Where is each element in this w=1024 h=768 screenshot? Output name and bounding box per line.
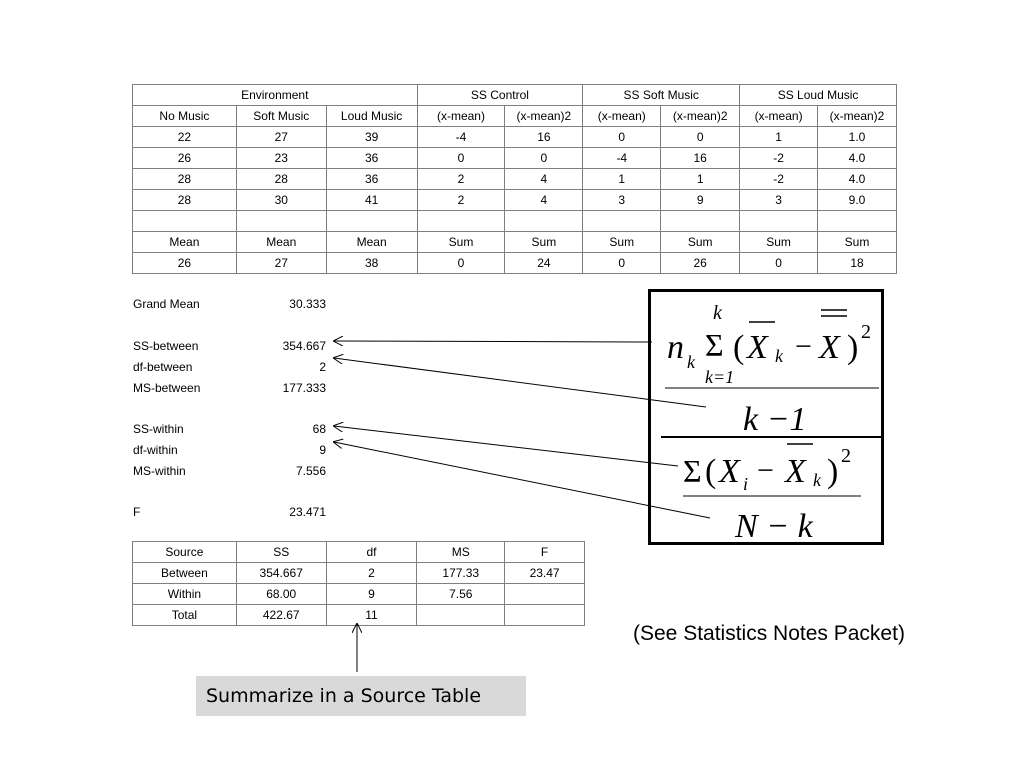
- k-minus-1: k −1: [743, 401, 807, 438]
- stat-value: 9: [319, 443, 326, 457]
- table-cell: 39: [325, 126, 418, 148]
- summary-caption: Summarize in a Source Table: [196, 676, 526, 716]
- table-cell: 23.47: [504, 562, 585, 584]
- x-subscript: i: [743, 474, 748, 494]
- column-header: (x-mean): [582, 105, 662, 127]
- summary-value-row: 26 27 38 0 24 0 26 0 18: [132, 252, 897, 274]
- table-row: Total 422.67 11: [132, 604, 585, 626]
- x-subscript: k: [813, 470, 822, 490]
- table-row: 28 28 36 2 4 1 1 -2 4.0: [132, 168, 897, 190]
- stat-label: df-between: [133, 360, 193, 374]
- minus-symbol: −: [757, 454, 774, 487]
- exponent: 2: [841, 445, 851, 467]
- table-row: Between 354.667 2 177.33 23.47: [132, 562, 585, 584]
- table-cell: Total: [132, 604, 237, 626]
- close-paren: ): [847, 329, 858, 366]
- stat-label: F: [133, 505, 141, 519]
- stat-label: df-within: [133, 443, 178, 457]
- table-cell: 30: [235, 189, 327, 211]
- stat-value: 7.556: [295, 464, 326, 478]
- stat-value: 354.667: [282, 339, 326, 353]
- stat-value: 177.333: [282, 381, 326, 395]
- f-ratio-formula-box: k n k Σ k=1 ( X k − X ) 2 k −1 Σ ( X i −…: [648, 289, 884, 545]
- column-header-row: No Music Soft Music Loud Music (x-mean) …: [132, 105, 897, 127]
- stat-label: Grand Mean: [133, 297, 200, 311]
- column-header: (x-mean)2: [504, 105, 584, 127]
- table-cell: 4.0: [817, 147, 897, 169]
- table-cell: 41: [325, 189, 418, 211]
- stat-value: 23.471: [289, 505, 326, 519]
- stat-label: SS-between: [133, 339, 199, 353]
- summary-value: 38: [325, 252, 418, 274]
- table-cell: 28: [235, 168, 327, 190]
- arrow-df-within: [334, 442, 711, 519]
- table-cell: 7.56: [416, 583, 506, 605]
- x-symbol: X: [717, 453, 741, 490]
- table-cell: 0: [504, 147, 584, 169]
- x-symbol: X: [745, 329, 769, 366]
- table-cell: 422.67: [235, 604, 327, 626]
- table-cell: 16: [504, 126, 584, 148]
- summary-value: 26: [132, 252, 237, 274]
- column-header: (x-mean)2: [817, 105, 897, 127]
- sigma-symbol: Σ: [705, 327, 724, 363]
- stat-value: 30.333: [289, 297, 326, 311]
- summary-value: 18: [817, 252, 897, 274]
- minus-symbol: −: [795, 330, 812, 363]
- x-symbol: X: [783, 453, 807, 490]
- summary-value: 27: [235, 252, 327, 274]
- table-row: 26 23 36 0 0 -4 16 -2 4.0: [132, 147, 897, 169]
- x-subscript: k: [775, 346, 784, 366]
- stat-value: 2: [319, 360, 326, 374]
- table-cell: 68.00: [235, 583, 327, 605]
- n-minus-k: N − k: [734, 508, 814, 542]
- n-symbol: n: [667, 329, 684, 366]
- arrow-ss-between: [334, 341, 653, 342]
- column-header: No Music: [132, 105, 237, 127]
- source-table: Source SS df MS F Between 354.667 2 177.…: [132, 541, 585, 626]
- environment-table: Environment SS Control SS Soft Music SS …: [132, 84, 897, 274]
- summary-value: 26: [660, 252, 741, 274]
- column-header: Soft Music: [235, 105, 327, 127]
- exponent: 2: [861, 321, 871, 343]
- stat-label: SS-within: [133, 422, 184, 436]
- n-subscript: k: [687, 352, 696, 372]
- sum-lower-limit: k=1: [705, 367, 734, 387]
- sum-upper-limit: k: [713, 302, 723, 324]
- arrow-ss-within: [334, 426, 679, 467]
- stat-label: MS-within: [133, 464, 186, 478]
- x-symbol: X: [817, 329, 841, 366]
- arrow-df-between: [334, 358, 707, 408]
- table-cell: 16: [660, 147, 741, 169]
- open-paren: (: [733, 329, 744, 366]
- f-ratio-formula: k n k Σ k=1 ( X k − X ) 2 k −1 Σ ( X i −…: [661, 302, 881, 542]
- see-notes-text: (See Statistics Notes Packet): [633, 622, 905, 645]
- stat-label: MS-between: [133, 381, 201, 395]
- summary-value: 24: [504, 252, 584, 274]
- close-paren: ): [827, 453, 838, 490]
- summary-label: Mean: [235, 231, 327, 253]
- summary-value: 0: [416, 252, 506, 274]
- open-paren: (: [705, 453, 716, 490]
- column-header: SS: [235, 541, 327, 563]
- sigma-symbol: Σ: [683, 453, 702, 489]
- anova-stats-block: Grand Mean 30.333 SS-between 354.667 df-…: [133, 0, 326, 768]
- table-cell: [504, 604, 585, 626]
- stat-value: 68: [312, 422, 326, 436]
